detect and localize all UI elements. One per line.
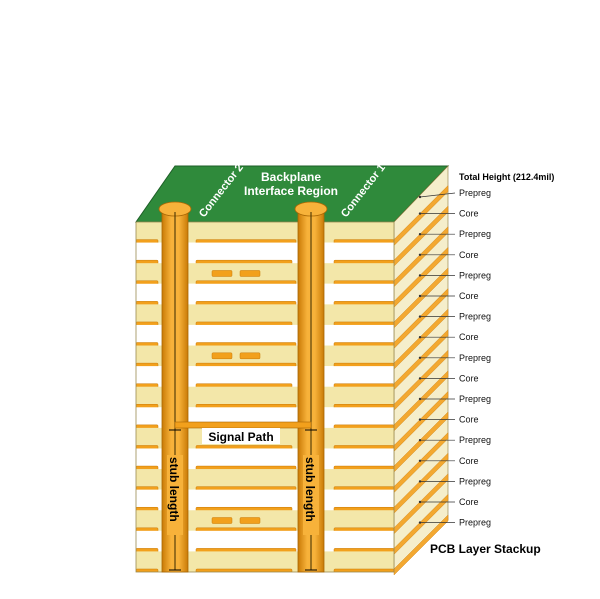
svg-text:Prepreg: Prepreg [459,353,491,363]
svg-text:Core: Core [459,209,479,219]
front-core-band [136,530,394,552]
stub-marker-left [169,429,181,571]
copper-pad [211,270,233,277]
svg-text:Prepreg: Prepreg [459,476,491,486]
front-prepreg-band [136,345,394,367]
layer-label-core: Core [418,332,479,342]
copper-pad [211,352,233,360]
svg-text:Core: Core [459,250,479,260]
copper-trace [333,568,394,572]
layer-label-core: Core [418,456,479,466]
copper-pad [239,517,261,524]
front-prepreg-band [136,551,394,572]
layer-label-core: Core [418,291,479,301]
layer-label-prepreg: Prepreg [418,312,491,322]
copper-pad [239,352,261,360]
copper-trace [195,568,293,572]
board-front-face [136,222,394,572]
layer-label-prepreg: Prepreg [418,188,491,199]
svg-text:Core: Core [459,456,479,466]
svg-text:Prepreg: Prepreg [459,312,491,322]
svg-text:Prepreg: Prepreg [459,435,491,445]
svg-text:Core: Core [459,332,479,342]
side-layer-stripe [393,514,449,576]
top-label-line2: Interface Region [244,184,338,198]
signal-trace [174,421,312,429]
top-label-line1: Backplane [261,170,321,184]
front-core-band [136,242,394,264]
layer-label-core: Core [418,250,479,260]
layer-label-prepreg: Prepreg [418,435,491,445]
stub-length-label-right: stub length [303,457,317,522]
copper-pad [239,270,261,277]
svg-text:Prepreg: Prepreg [459,518,491,528]
stub-length-label-left: stub length [167,457,181,522]
front-core-band [136,366,394,387]
layer-label-prepreg: Prepreg [418,476,491,486]
layer-label-core: Core [418,209,479,219]
svg-text:Core: Core [459,497,479,507]
svg-text:Prepreg: Prepreg [459,394,491,404]
front-prepreg-band [136,386,394,408]
front-prepreg-band [136,510,394,531]
stub-marker-right [305,429,317,571]
front-core-band [136,324,394,346]
front-prepreg-band [136,304,394,325]
layer-label-prepreg: Prepreg [418,518,491,528]
layer-label-prepreg: Prepreg [418,394,491,404]
layer-labels: PrepregCorePrepregCorePrepregCorePrepreg… [418,188,491,528]
stackup-caption: PCB Layer Stackup [430,542,541,556]
front-core-band [136,489,394,511]
front-core-band [136,283,394,305]
svg-text:Core: Core [459,373,479,383]
signal-path-label: Signal Path [208,430,273,444]
svg-text:Prepreg: Prepreg [459,188,491,198]
front-prepreg-band [136,469,394,490]
front-core-band [136,448,394,470]
svg-text:Core: Core [459,415,479,425]
layer-label-core: Core [418,373,479,383]
board-side-face [393,165,449,576]
layer-label-prepreg: Prepreg [418,353,491,363]
copper-trace [136,568,159,572]
layer-label-core: Core [418,415,479,425]
front-prepreg-band [136,222,394,243]
copper-pad [211,517,233,524]
total-height-label: Total Height (212.4mil) [459,172,554,182]
front-prepreg-band [136,263,394,284]
layer-label-prepreg: Prepreg [418,229,491,239]
svg-text:Prepreg: Prepreg [459,270,491,280]
svg-text:Core: Core [459,291,479,301]
svg-text:Prepreg: Prepreg [459,229,491,239]
layer-label-core: Core [418,497,479,507]
layer-label-prepreg: Prepreg [418,270,491,280]
